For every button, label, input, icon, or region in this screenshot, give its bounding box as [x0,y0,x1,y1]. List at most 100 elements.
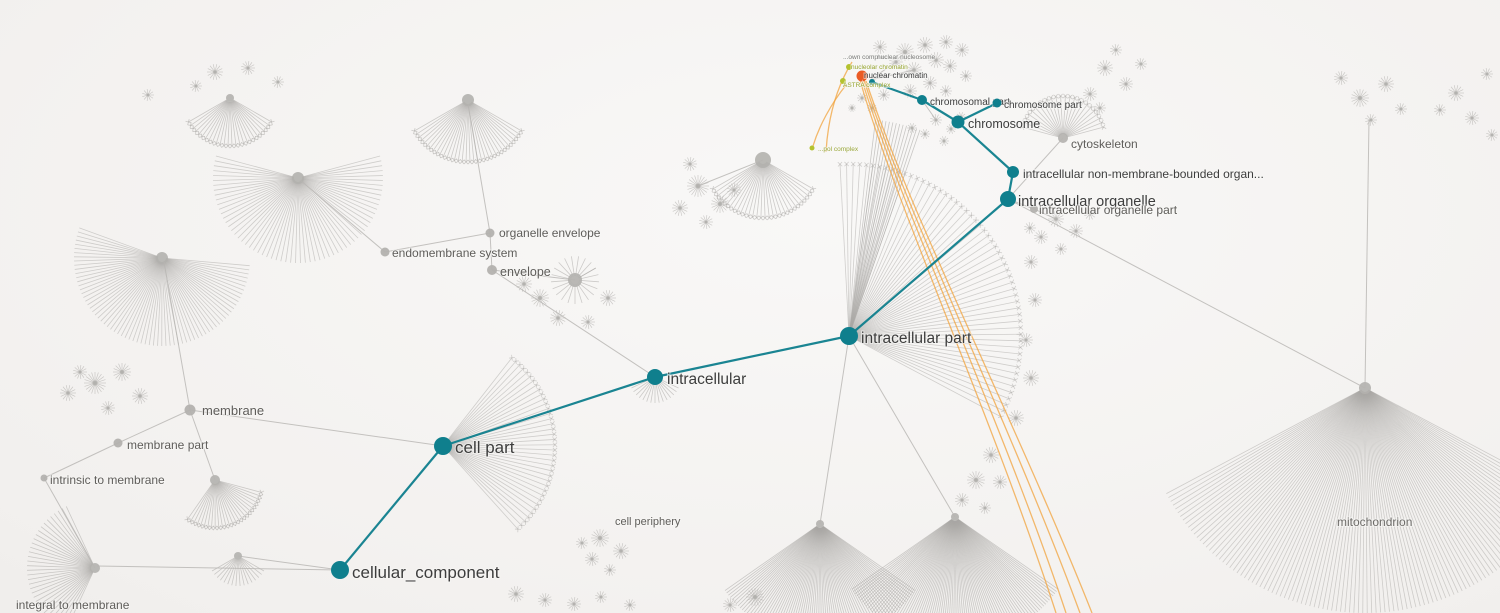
rosette-node[interactable] [948,64,952,68]
node-nucleolar-chromatin[interactable] [846,64,852,70]
rosette-node[interactable] [246,66,250,70]
rosette-node[interactable] [960,48,964,52]
rosette-node[interactable] [688,162,692,166]
rosette-node[interactable] [1033,298,1037,302]
rosette-node[interactable] [92,380,98,386]
rosette-node[interactable] [1103,66,1107,70]
rosette-node[interactable] [678,206,682,210]
rosette-node[interactable] [1024,338,1028,342]
rosette-node[interactable] [850,106,854,110]
term-node[interactable] [485,228,495,238]
rosette-node[interactable] [908,89,912,93]
node-chromosome[interactable] [951,115,965,129]
rosette-node[interactable] [628,603,632,607]
rosette-node[interactable] [1485,72,1489,76]
rosette-node[interactable] [1028,226,1032,230]
rosette-node[interactable] [543,598,547,602]
rosette-node[interactable] [998,480,1002,484]
rosette-node[interactable] [974,478,978,482]
rosette-node[interactable] [718,202,722,206]
rosette-node[interactable] [580,541,584,545]
node-chrpart2[interactable] [992,98,1002,108]
term-node[interactable] [380,247,390,257]
rosette-node[interactable] [138,394,142,398]
rosette-node[interactable] [753,595,757,599]
rosette-node[interactable] [960,498,964,502]
term-node[interactable] [113,438,123,448]
rosette-node[interactable] [78,370,82,374]
rosette-node[interactable] [944,89,948,93]
term-node[interactable] [184,404,196,416]
rosette-node[interactable] [882,93,886,97]
rosette-node[interactable] [106,406,110,410]
rosette-node[interactable] [910,126,914,130]
node-intracellular[interactable] [647,369,663,385]
rosette-node[interactable] [1039,235,1043,239]
rosette-node[interactable] [146,93,150,97]
rosette-node[interactable] [934,58,938,62]
rosette-node[interactable] [213,70,217,74]
rosette-node[interactable] [923,43,927,47]
rosette-node[interactable] [1098,106,1102,110]
rosette-node[interactable] [1088,92,1092,96]
rosette-node[interactable] [732,188,736,192]
rosette-node[interactable] [1059,247,1063,251]
rosette-node[interactable] [1369,118,1373,122]
rosette-node[interactable] [942,139,946,143]
rosette-node[interactable] [514,592,518,596]
rosette-node[interactable] [120,370,124,374]
rosette-node[interactable] [599,595,603,599]
rosette-node[interactable] [1114,48,1118,52]
rosette-node[interactable] [194,84,198,88]
node-cc[interactable] [331,561,349,579]
rosette-node[interactable] [572,602,576,606]
rosette-node[interactable] [608,568,612,572]
rosette-node[interactable] [949,127,953,131]
rosette-node[interactable] [1438,108,1442,112]
node-pol-complex[interactable] [809,145,815,151]
rosette-node[interactable] [1470,116,1474,120]
cluster-node[interactable] [156,252,168,264]
rosette-node[interactable] [606,296,610,300]
rosette-node[interactable] [983,506,987,510]
node-nonmemb[interactable] [1007,166,1019,178]
rosette-node[interactable] [1124,82,1128,86]
node-astra-complex[interactable] [840,78,846,84]
rosette-node[interactable] [66,391,70,395]
rosette-node[interactable] [1074,229,1078,233]
term-node[interactable] [1030,205,1038,213]
rosette-node[interactable] [1454,91,1458,95]
node-nuclear-chromatin[interactable] [856,70,868,82]
rosette-node[interactable] [1384,82,1388,86]
rosette-node[interactable] [989,453,993,457]
rosette-node[interactable] [728,603,732,607]
rosette-node[interactable] [556,316,560,320]
rosette-node[interactable] [1029,376,1033,380]
rosette-node[interactable] [860,96,864,100]
term-node[interactable] [40,474,48,482]
term-node[interactable] [487,265,497,275]
rosette-node[interactable] [1029,260,1033,264]
rosette-node[interactable] [1014,416,1018,420]
node-chrpart[interactable] [917,95,927,105]
rosette-node[interactable] [276,80,280,84]
rosette-node[interactable] [1088,212,1092,216]
node-intrapart[interactable] [840,327,858,345]
node-junction[interactable] [869,79,875,85]
rosette-node[interactable] [1339,76,1343,80]
rosette-node[interactable] [704,220,708,224]
rosette-node[interactable] [964,74,968,78]
rosette-node[interactable] [878,45,882,49]
rosette-node[interactable] [944,40,948,44]
rosette-node[interactable] [928,81,932,85]
rosette-node[interactable] [1139,62,1143,66]
node-cellpart[interactable] [434,437,452,455]
cluster-node[interactable] [462,94,474,106]
rosette-node[interactable] [619,549,623,553]
rosette-node[interactable] [1490,133,1494,137]
rosette-node[interactable] [586,320,590,324]
rosette-node[interactable] [522,282,526,286]
rosette-node[interactable] [1399,107,1403,111]
cluster-node[interactable] [226,94,234,102]
